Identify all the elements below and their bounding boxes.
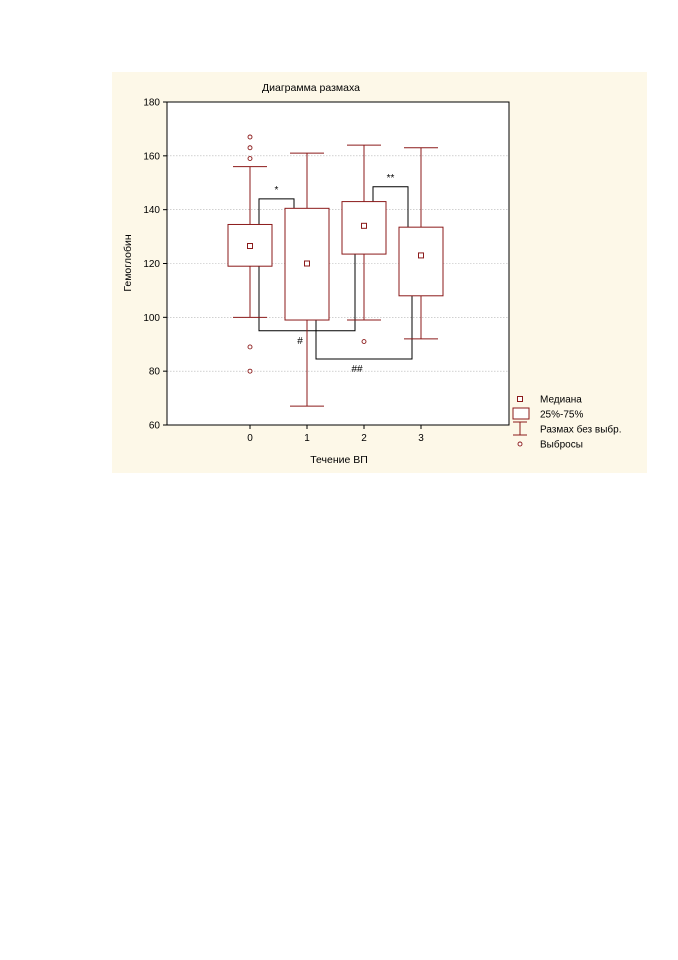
significance-label: # bbox=[297, 336, 303, 347]
y-tick-label: 100 bbox=[143, 313, 160, 324]
legend-label: 25%-75% bbox=[540, 410, 583, 421]
significance-label: * bbox=[275, 185, 279, 196]
y-tick-label: 140 bbox=[143, 205, 160, 216]
y-tick-label: 180 bbox=[143, 98, 160, 109]
median-marker bbox=[361, 222, 367, 229]
box-iqr bbox=[398, 226, 444, 297]
outlier-point bbox=[247, 344, 253, 350]
x-tick-label: 3 bbox=[418, 433, 424, 444]
legend-label: Медиана bbox=[540, 395, 582, 406]
legend-box-symbol bbox=[512, 407, 530, 420]
significance-bracket bbox=[315, 295, 413, 360]
y-tick-label: 160 bbox=[143, 151, 160, 162]
legend-outlier-symbol bbox=[517, 441, 523, 447]
outlier-point bbox=[247, 156, 253, 161]
y-axis-label: Гемоглобин bbox=[122, 234, 134, 291]
outlier-point bbox=[361, 339, 367, 345]
legend-median-symbol bbox=[517, 396, 523, 402]
median-marker bbox=[418, 252, 424, 259]
significance-bracket bbox=[372, 186, 409, 228]
x-tick-label: 2 bbox=[361, 433, 367, 444]
legend-label: Размах без выбр. bbox=[540, 424, 621, 436]
x-tick-label: 0 bbox=[247, 433, 253, 444]
median-marker bbox=[247, 243, 253, 250]
box-plot-chart: 60 80 100 120 140 160 180 0 1 2 3 Диаграмма размаха… bbox=[122, 82, 621, 466]
outlier-point bbox=[247, 368, 253, 374]
significance-label: ## bbox=[351, 364, 363, 375]
y-tick-label: 120 bbox=[143, 259, 160, 270]
outlier-point bbox=[247, 145, 253, 151]
y-tick-label: 80 bbox=[149, 367, 161, 378]
significance-bracket bbox=[258, 198, 295, 225]
y-tick-label: 60 bbox=[149, 421, 161, 432]
chart-title: Диаграмма размаха bbox=[262, 82, 360, 94]
legend-label: Выбросы bbox=[540, 439, 583, 451]
significance-label: ** bbox=[387, 173, 395, 184]
x-axis-label: Течение ВП bbox=[310, 454, 368, 466]
outlier-point bbox=[247, 134, 253, 140]
chart-figure: 60 80 100 120 140 160 180 0 1 2 3 Диаграмма размаха… bbox=[112, 72, 647, 473]
x-tick-label: 1 bbox=[304, 433, 310, 444]
median-marker bbox=[304, 260, 310, 267]
